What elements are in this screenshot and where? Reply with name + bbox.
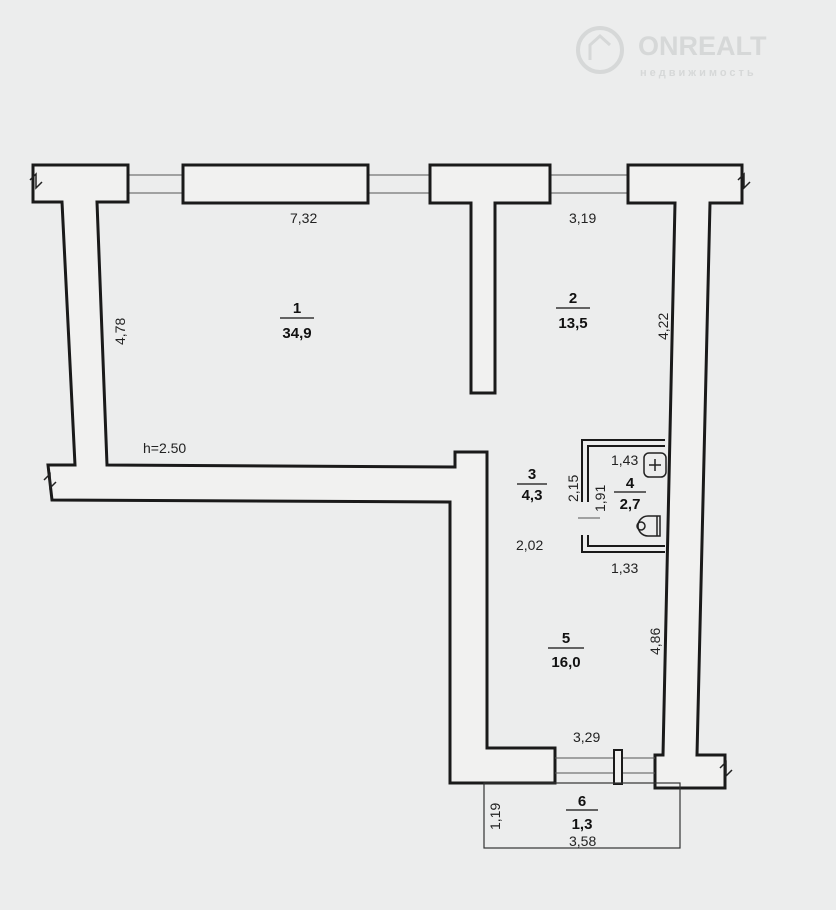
toilet-icon xyxy=(636,515,661,537)
svg-text:5: 5 xyxy=(562,630,570,647)
room-5-label: 5 16,0 xyxy=(548,630,584,671)
dim-room2-width: 3,19 xyxy=(569,210,596,226)
svg-text:13,5: 13,5 xyxy=(558,315,587,332)
svg-text:4: 4 xyxy=(626,475,635,492)
dim-room5-depth: 4,86 xyxy=(647,628,663,655)
dim-room1-depth: 4,78 xyxy=(112,318,128,345)
svg-text:6: 6 xyxy=(578,793,586,810)
watermark-brand: ONREALT xyxy=(638,31,767,61)
sink-icon xyxy=(643,452,667,478)
dim-room3-width: 2,02 xyxy=(516,537,543,553)
svg-text:1,3: 1,3 xyxy=(572,816,593,833)
room-3-label: 3 4,3 xyxy=(517,466,547,504)
dim-room1-width: 7,32 xyxy=(290,210,317,226)
svg-text:4,3: 4,3 xyxy=(522,487,543,504)
dim-room4-width-top: 1,43 xyxy=(611,452,638,468)
dim-room4-width-bottom: 1,33 xyxy=(611,560,638,576)
room-2-label: 2 13,5 xyxy=(556,290,590,332)
wall-right xyxy=(626,163,744,790)
svg-text:34,9: 34,9 xyxy=(282,325,311,342)
dim-room2-depth: 4,22 xyxy=(655,313,671,340)
wall-top-right-with-partition xyxy=(428,163,552,395)
svg-text:2: 2 xyxy=(569,290,577,307)
ceiling-height: h=2.50 xyxy=(143,440,186,456)
svg-text:3: 3 xyxy=(528,466,536,483)
room-1-label: 1 34,9 xyxy=(280,300,314,342)
room-6-label: 6 1,3 xyxy=(566,793,598,833)
bathroom-walls xyxy=(578,439,665,553)
entrance-door xyxy=(555,749,655,785)
dim-room6-depth: 1,19 xyxy=(487,803,503,830)
room-4-label: 4 2,7 xyxy=(614,475,646,513)
wall-top-middle xyxy=(181,163,370,205)
watermark-logo: ONREALT недвижимость xyxy=(576,26,767,79)
windows xyxy=(128,174,628,194)
svg-text:1: 1 xyxy=(293,300,301,317)
watermark-tagline: недвижимость xyxy=(640,67,757,79)
dim-room6-width: 3,58 xyxy=(569,833,596,849)
wall-break-marks xyxy=(29,172,751,778)
dim-room3-depth: 2,15 xyxy=(565,475,581,502)
svg-text:2,7: 2,7 xyxy=(620,496,641,513)
balcony-outline xyxy=(483,782,681,849)
wall-left xyxy=(31,163,557,785)
svg-text:16,0: 16,0 xyxy=(551,654,580,671)
dim-room5-width: 3,29 xyxy=(573,729,600,745)
dim-room4-depth: 1,91 xyxy=(592,485,608,512)
